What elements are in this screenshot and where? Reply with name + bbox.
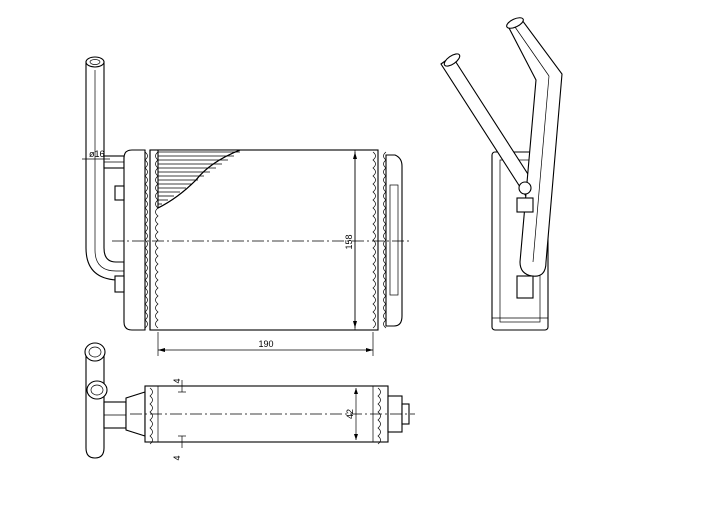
pipe-diameter-label: ø16 bbox=[89, 149, 105, 159]
dimension-offsets: 4 4 bbox=[172, 378, 186, 461]
dimension-width: 190 bbox=[157, 332, 374, 356]
pipe-diameter-annotation: ø16 bbox=[82, 149, 110, 160]
front-fin-hatch bbox=[157, 149, 241, 209]
top-view: 4 4 42 bbox=[84, 342, 415, 461]
dimension-height-label: 158 bbox=[344, 234, 354, 249]
offset-bottom-label: 4 bbox=[172, 455, 182, 460]
dimension-depth-label: 42 bbox=[345, 409, 355, 419]
side-view bbox=[440, 17, 563, 331]
dimension-depth: 42 bbox=[345, 388, 358, 440]
front-left-tank bbox=[123, 149, 146, 331]
dimension-height: 158 bbox=[344, 152, 357, 328]
front-right-tank bbox=[385, 154, 403, 327]
front-pipe bbox=[85, 56, 125, 281]
front-view: 190 158 ø16 bbox=[82, 56, 410, 356]
dimension-width-label: 190 bbox=[258, 339, 273, 349]
offset-top-label: 4 bbox=[172, 378, 182, 383]
